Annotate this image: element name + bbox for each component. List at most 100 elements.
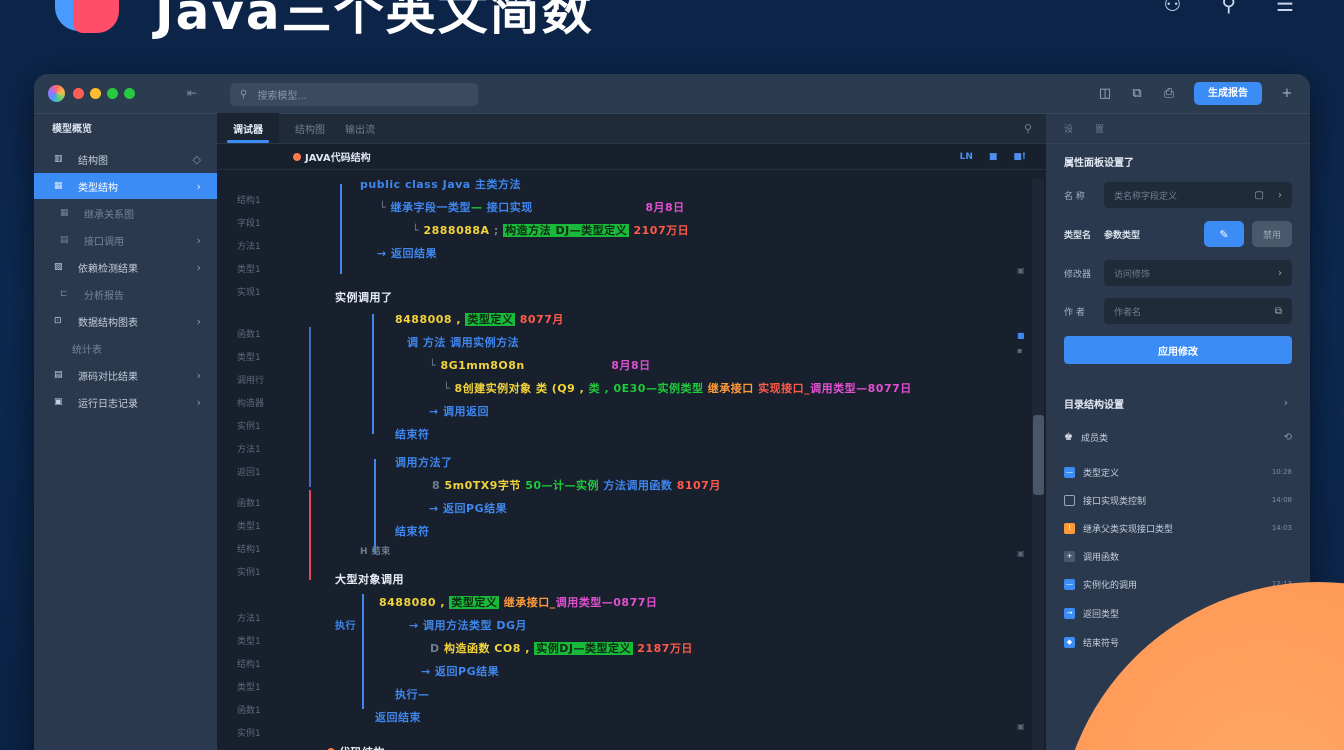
panel-tab-options[interactable]: 置 — [1095, 125, 1105, 135]
name-field[interactable]: 类名称字段定义 ▢ › — [1104, 182, 1292, 208]
chevron-right-icon[interactable]: › — [1278, 189, 1282, 201]
member-class-row[interactable]: ♚ 成员类 ⟲ — [1064, 431, 1292, 444]
minimize-window-button[interactable] — [90, 88, 101, 99]
fold-marker-icon[interactable]: ▣ — [1017, 549, 1025, 558]
breakpoint-marker-icon[interactable]: ■ — [1017, 331, 1025, 340]
code-line: → 返回PG结果 — [429, 502, 508, 515]
sidebar: 模型概览 ▥结构图◇ ▦类型结构› ▦继承关系图 ▤接口调用› ▧依赖检测结果›… — [34, 114, 217, 750]
fullscreen-window-button[interactable] — [124, 88, 135, 99]
search-input[interactable]: ⚲ 搜索模型... — [230, 83, 478, 106]
code-line: └ 8创建实例对象 类 (Q9 , 类 , 0E30—实例类型 继承接口 实现接… — [443, 382, 912, 395]
sidebar-item-dependency[interactable]: ▧依赖检测结果› — [54, 260, 201, 275]
chevron-right-icon: › — [196, 368, 201, 382]
code-editor: 调试器 结构图 输出流 ⚲ JAVA代码结构 LN ■ ■! 结构1 字段1 方… — [217, 113, 1046, 750]
menu-icon[interactable]: ☰ — [1276, 0, 1294, 16]
search-icon[interactable]: ⚲ — [1221, 0, 1237, 16]
pin-icon[interactable]: ⚲ — [1023, 122, 1032, 135]
panel-tab-settings[interactable]: 设 — [1064, 125, 1074, 135]
print-icon[interactable]: ⎙ — [1163, 86, 1175, 101]
view-toggle[interactable]: ■! — [1013, 151, 1026, 162]
add-icon[interactable]: + — [1281, 86, 1293, 101]
code-line: 返回结束 — [375, 711, 421, 724]
chart-icon: ▥ — [54, 154, 63, 164]
chevron-right-icon: › — [196, 233, 201, 247]
sidebar-item-source-compare[interactable]: ▤源码对比结果› — [54, 368, 201, 383]
search-icon: ⚲ — [240, 89, 248, 100]
editor-tabs: 调试器 结构图 输出流 ⚲ — [217, 113, 1046, 144]
checkbox-icon[interactable] — [1064, 494, 1075, 506]
list-item[interactable]: ◆ 结束符号 — [1064, 632, 1292, 652]
type-field-row: 类型名 参数类型 ✎ 禁用 — [1064, 221, 1292, 247]
code-line: 结束符 — [395, 428, 430, 441]
code-line: → 调用返回 — [429, 405, 490, 418]
author-field[interactable]: 作者名 ⧉ — [1104, 298, 1292, 324]
end-icon: ◆ — [1064, 636, 1075, 648]
table-icon: ▤ — [54, 370, 63, 380]
doc-icon: ▧ — [54, 262, 63, 272]
generate-report-button[interactable]: 生成报告 — [1194, 82, 1262, 105]
code-line: 调 方法 调用实例方法 — [407, 336, 520, 349]
code-header: JAVA代码结构 LN ■ ■! — [217, 144, 1046, 170]
line-numbers-toggle[interactable]: LN — [959, 151, 973, 162]
sidebar-item-analysis[interactable]: ⊏分析报告 — [60, 289, 124, 302]
list-item[interactable]: 接口实现类控制 14:08 — [1064, 490, 1292, 510]
grid-icon: ▤ — [60, 235, 69, 245]
box-icon: ⊡ — [54, 316, 62, 326]
fold-marker-icon[interactable]: ▣ — [1017, 722, 1025, 731]
layout-icon[interactable]: ◫ — [1098, 86, 1112, 101]
editor-scrollbar-thumb[interactable] — [1033, 415, 1044, 495]
maximize-window-button[interactable] — [107, 88, 118, 99]
sidebar-item-data-structure[interactable]: ⊡数据结构图表› — [54, 314, 201, 329]
collapse-sidebar-icon[interactable]: ⇤ — [187, 86, 198, 100]
list-item[interactable]: ! 继承父类实现接口类型 14:03 — [1064, 518, 1292, 538]
format-toggle[interactable]: ■ — [988, 151, 998, 162]
user-icon[interactable]: ⚇ — [1163, 0, 1182, 16]
hero-banner: Java三个英文简数 — [55, 0, 594, 41]
fold-marker-icon[interactable]: ▪ — [1017, 346, 1023, 355]
instance-icon: — — [1064, 578, 1075, 590]
code-line: 8 5m0TX9字节 50—计—实例 方法调用函数 8107月 — [432, 479, 721, 492]
chevron-right-icon: › — [196, 179, 201, 193]
sidebar-header: 模型概览 — [52, 124, 92, 135]
sidebar-item-structure[interactable]: ▥结构图◇ — [54, 152, 201, 167]
chevron-right-icon: › — [1278, 267, 1282, 279]
edit-toggle-on[interactable]: ✎ — [1204, 221, 1244, 247]
sidebar-item-type-structure[interactable]: ▦类型结构› — [34, 173, 217, 199]
copy-icon[interactable]: ⧉ — [1132, 86, 1142, 101]
tab-output[interactable]: 输出流 — [345, 125, 375, 136]
type-value: 参数类型 — [1104, 230, 1141, 241]
close-window-button[interactable] — [73, 88, 84, 99]
sidebar-item-interface-calls[interactable]: ▤接口调用› — [60, 233, 201, 248]
name-field-row: 名 称 类名称字段定义 ▢ › — [1064, 182, 1292, 208]
diamond-icon: ◇ — [192, 152, 201, 166]
function-icon: + — [1064, 550, 1075, 562]
square-icon[interactable]: ▢ — [1254, 189, 1264, 201]
code-line: H 结束 — [360, 547, 391, 557]
chevron-right-icon: › — [196, 395, 201, 409]
type-icon: — — [1064, 466, 1075, 478]
tab-structure[interactable]: 结构图 — [295, 125, 325, 136]
sidebar-item-inheritance[interactable]: ▦继承关系图 — [60, 208, 134, 221]
list-item[interactable]: — 类型定义 10:28 — [1064, 466, 1292, 479]
code-line: 执行— — [395, 688, 430, 701]
directory-title: 目录结构设置 — [1064, 400, 1124, 411]
app-window: ⇤ ⚲ 搜索模型... ◫ ⧉ ⎙ 生成报告 + 模型概览 ▥结构图◇ ▦类型结… — [34, 74, 1310, 750]
apply-button[interactable]: 应用修改 — [1064, 336, 1292, 364]
link-icon[interactable]: ⟲ — [1283, 431, 1292, 443]
tab-debugger[interactable]: 调试器 — [217, 113, 279, 143]
sidebar-item-stats[interactable]: 统计表 — [72, 344, 102, 356]
sidebar-item-run-log[interactable]: ▣运行日志记录› — [54, 395, 201, 410]
tag-icon: ⊏ — [60, 289, 68, 299]
code-line: 8488080 , 类型定义 继承接口_调用类型—0877日 — [379, 596, 658, 609]
list-item[interactable]: + 调用函数 — [1064, 546, 1292, 566]
chevron-right-icon[interactable]: › — [1283, 396, 1288, 409]
scope-line — [340, 184, 342, 274]
fold-bar-error — [309, 490, 311, 580]
list-item[interactable]: → 返回类型 — [1064, 603, 1292, 623]
margin-label: 执行 — [335, 621, 356, 632]
fold-marker-icon[interactable]: ▣ — [1017, 266, 1025, 275]
copy-icon[interactable]: ⧉ — [1274, 305, 1282, 317]
disable-toggle[interactable]: 禁用 — [1252, 221, 1292, 247]
modifier-select[interactable]: 访问修饰 › — [1104, 260, 1292, 286]
code-line: D 构造函数 CO8 , 实例DJ—类型定义 2187万日 — [430, 642, 693, 655]
